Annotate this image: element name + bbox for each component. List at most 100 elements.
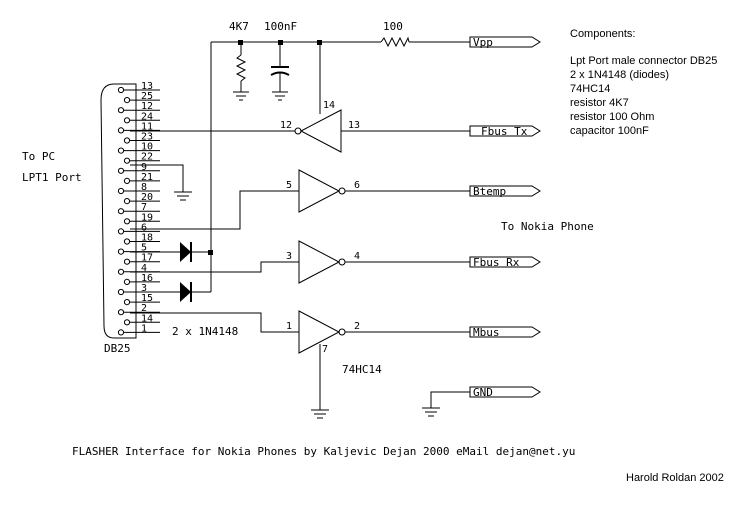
pin-label: 2 (354, 321, 360, 332)
db25-pin-label: 18 (141, 233, 153, 244)
db25-pin-label: 19 (141, 212, 153, 223)
lpt1-port-label: LPT1 Port (22, 171, 82, 184)
db25-pin-marker (123, 137, 131, 144)
component-item: resistor 100 Ohm (570, 111, 654, 123)
db25-pin-label: 13 (141, 81, 153, 92)
db25-pin-label: 1 (141, 323, 147, 334)
db25-pin-label: 23 (141, 132, 153, 143)
db25-pin-label: 14 (141, 313, 153, 324)
db25-pin-marker (117, 147, 125, 154)
gate-2: 5 6 (130, 169, 470, 230)
db25-pin-label: 4 (141, 263, 147, 274)
db25-pin-marker (123, 278, 131, 285)
r-4k7-label: 4K7 (229, 20, 249, 33)
db25-pin-marker (117, 187, 125, 195)
db25-pin-label: 5 (141, 243, 147, 254)
db25-pin-marker (117, 228, 125, 235)
resistor-4k7 (233, 42, 249, 101)
connector-label: GND (473, 386, 493, 399)
pin-label: 12 (280, 120, 292, 131)
db25-pin-label: 2 (141, 303, 147, 314)
pin-label: 5 (286, 180, 292, 191)
db25-pins: 1325122411231022921820719618517416315214… (117, 81, 160, 336)
junction-dot (208, 250, 213, 255)
gate-1: 12 13 14 (130, 100, 470, 153)
db25-pin-label: 7 (141, 202, 147, 213)
db25-pin-label: 22 (141, 152, 153, 163)
component-item: 2 x 1N4148 (diodes) (570, 69, 669, 81)
ic-label: 74HC14 (342, 363, 382, 376)
db25-pin-marker (123, 198, 131, 205)
connector-fbus-tx: Fbus Tx (469, 125, 541, 138)
gate-3: 3 4 (130, 240, 470, 284)
connector-label: Fbus Rx (473, 256, 520, 269)
connector-vpp: Vpp (469, 36, 541, 49)
db25-pin-label: 17 (141, 253, 153, 264)
db25-pin-marker (123, 157, 131, 164)
pin-label: 7 (322, 344, 328, 355)
pin-label: 1 (286, 321, 292, 332)
db25-pin-label: 16 (141, 273, 153, 284)
connector-label: Fbus Tx (481, 125, 528, 138)
connector-fbus-rx: Fbus Rx (469, 256, 541, 269)
pin-label: 3 (286, 251, 292, 262)
db25-pin-label: 12 (141, 101, 153, 112)
db25-pin-label: 3 (141, 283, 147, 294)
db25-pin-marker (123, 299, 131, 306)
db25-pin-marker (117, 329, 125, 336)
diode-2 (130, 282, 211, 302)
db25-pin-marker (117, 107, 125, 114)
db25-pin-label: 8 (141, 182, 147, 193)
capacitor-100nf (270, 42, 290, 101)
db25-pin-label: 6 (141, 222, 147, 233)
db25-pin-marker (123, 177, 131, 184)
to-pc-label: To PC (22, 150, 55, 163)
connector-btemp: Btemp (469, 185, 541, 198)
db25-connector: 1325122411231022921820719618517416315214… (100, 81, 160, 355)
db25-pin-marker (117, 208, 125, 215)
db25-label: DB25 (104, 342, 131, 355)
db25-pin-marker (123, 238, 131, 245)
diode-1 (130, 242, 213, 262)
power-section: 4K7 100nF 100 (210, 20, 470, 292)
components-list: Components: Lpt Port male connector DB25… (570, 28, 717, 137)
connector-label: Mbus (473, 326, 500, 339)
footer-caption: FLASHER Interface for Nokia Phones by Ka… (72, 445, 575, 458)
component-item: Lpt Port male connector DB25 (570, 55, 717, 67)
pin-label: 4 (354, 251, 360, 262)
db25-pin-marker (123, 97, 131, 104)
db25-pin-marker (117, 268, 125, 275)
db25-pin-label: 11 (141, 121, 153, 132)
db25-pin-marker (117, 167, 125, 174)
components-title: Components: (570, 28, 635, 40)
db25-pin-marker (117, 288, 125, 296)
connector-label: Btemp (473, 185, 506, 198)
component-item: resistor 4K7 (570, 97, 629, 109)
to-nokia-label: To Nokia Phone (501, 220, 594, 233)
db25-pin-label: 15 (141, 293, 153, 304)
db25-pin-label: 10 (141, 142, 153, 153)
pin-label: 13 (348, 120, 360, 131)
db25-pin-label: 24 (141, 111, 153, 122)
connector-mbus: Mbus (469, 326, 541, 339)
db25-pin-label: 9 (141, 162, 147, 173)
db25-ground (130, 164, 192, 201)
db25-pin-label: 21 (141, 172, 153, 183)
component-item: capacitor 100nF (570, 125, 649, 137)
db25-pin-marker (123, 218, 131, 225)
db25-pin-marker (123, 117, 131, 124)
r-100-label: 100 (383, 20, 403, 33)
db25-pin-marker (123, 258, 131, 265)
db25-pin-marker (117, 309, 125, 316)
db25-pin-marker (117, 127, 125, 134)
db25-pin-label: 20 (141, 192, 153, 203)
db25-pin-label: 25 (141, 91, 153, 102)
credit-label: Harold Roldan 2002 (626, 472, 724, 484)
resistor-100 (380, 36, 410, 48)
db25-pin-marker (117, 86, 125, 94)
component-item: 74HC14 (570, 83, 610, 95)
diodes-label: 2 x 1N4148 (172, 325, 238, 338)
connector-gnd: GND (422, 386, 541, 417)
db25-pin-marker (123, 319, 131, 326)
